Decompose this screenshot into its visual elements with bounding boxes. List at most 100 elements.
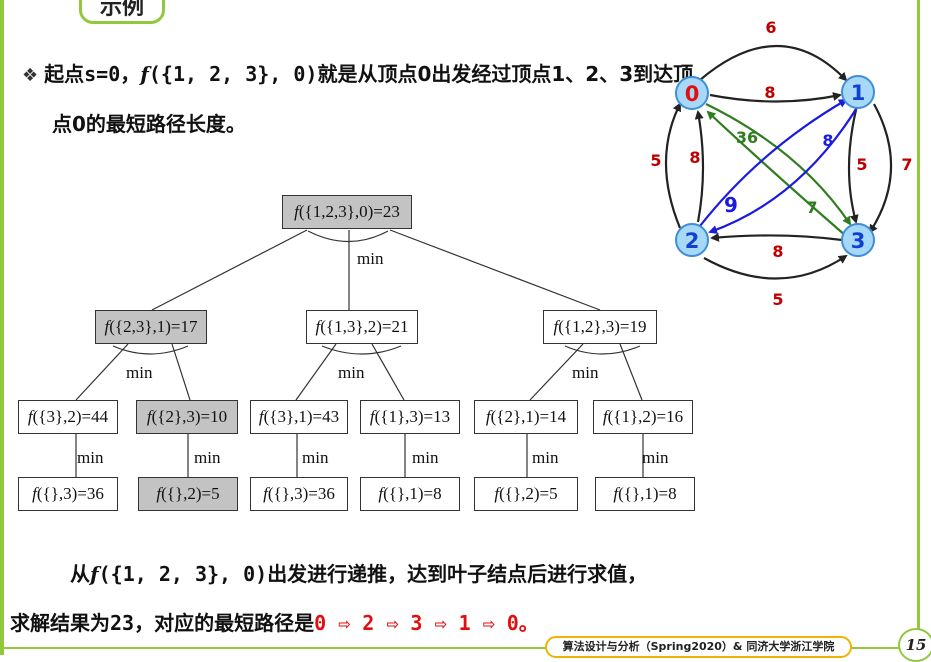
intro-line-1: ❖起点s=0，f({1, 2, 3}, 0)就是从顶点0出发经过顶点1、2、3到… (22, 58, 693, 87)
conclusion-f-args: ({1, 2, 3}, 0) (98, 562, 268, 586)
min-arc-left (112, 345, 189, 355)
min-arc-root (307, 230, 389, 243)
frame-right-border (917, 0, 920, 655)
min-arc-mid (321, 345, 402, 355)
intro-f: f (140, 62, 149, 86)
weight-2-3: 5 (772, 290, 783, 309)
tree-node-l1b: f({},1)=8 (595, 477, 695, 511)
tree-node-l3b: f({},3)=36 (250, 477, 348, 511)
conclusion-text-b: 出发进行递推，达到叶子结点后进行求值， (267, 562, 648, 586)
tree-node-f: f (485, 407, 491, 426)
tree-node-l2: f({},2)=5 (138, 477, 238, 511)
tree-node-value: ({1,3},2)=21 (320, 317, 409, 336)
tree-node-f: f (294, 202, 299, 221)
frame-left-border (0, 0, 4, 655)
edge-1-3-outer (868, 103, 893, 234)
tree-node-value: ({3},1)=43 (263, 407, 340, 426)
tree-node-f: f (27, 407, 33, 426)
edge-0-3 (705, 103, 852, 226)
weight-3-2: 8 (772, 242, 783, 261)
tree-node-value: ({2,3},1)=17 (109, 317, 198, 336)
edge-3-2 (710, 232, 843, 242)
svg-text:3: 3 (851, 229, 866, 253)
weight-3-0: 7 (806, 198, 817, 217)
tree-node-f: f (104, 317, 110, 336)
tree-node-value: ({},3)=36 (267, 484, 335, 503)
graph-node-3: 3 (841, 223, 875, 257)
tree-node-n3_1: f({3},1)=43 (250, 400, 348, 434)
tree-node-f: f (369, 407, 375, 426)
shortest-path: 0 ⇨ 2 ⇨ 3 ⇨ 1 ⇨ 0 (314, 611, 519, 635)
graph-node-1: 1 (841, 75, 875, 109)
intro-f-args: ({1, 2, 3}, 0) (148, 62, 318, 86)
tree-node-n12_3: f({1,2},3)=19 (543, 310, 657, 344)
tree-node-l2b: f({},2)=5 (474, 477, 578, 511)
conclusion-f: f (90, 562, 99, 586)
min-arc-right (564, 345, 641, 355)
weight-2-1: 9 (724, 193, 738, 217)
tree-node-value: ({},2)=5 (161, 484, 220, 503)
tree-node-n1_3: f({1},3)=13 (360, 400, 460, 434)
min-label-leaf-6: min (642, 448, 669, 467)
tree-node-value: ({1},2)=16 (607, 407, 684, 426)
intro-line-2: 点0的最短路径长度。 (52, 112, 246, 136)
tree-node-n1_2: f({1},2)=16 (593, 400, 693, 434)
edge-2-3 (703, 254, 848, 280)
tree-node-f: f (258, 407, 264, 426)
conclusion-text-a: 从 (70, 562, 90, 586)
tree-node-n2_1: f({2},1)=14 (474, 400, 578, 434)
tree-node-f: f (32, 484, 37, 503)
svg-text:0: 0 (685, 82, 700, 106)
tree-node-f: f (263, 484, 268, 503)
weight-0-1: 8 (764, 83, 775, 102)
conclusion-period: 。 (518, 611, 539, 635)
weight-0-1-top: 6 (765, 18, 776, 37)
weight-2-0: 8 (689, 148, 700, 167)
tree-node-f: f (494, 484, 500, 503)
weight-0-3: 36 (736, 128, 758, 147)
svg-text:1: 1 (851, 81, 866, 105)
edge-1-2 (708, 105, 859, 234)
tree-node-value: ({},1)=8 (618, 484, 677, 503)
weight-1-2: 8 (822, 131, 833, 150)
section-tag: 示例 (79, 0, 165, 24)
min-label-leaf-3: min (302, 448, 329, 467)
min-label-leaf-2: min (194, 448, 221, 467)
intro-comma: ， (120, 62, 141, 86)
min-label-leaf-5: min (532, 448, 559, 467)
tree-node-value: ({3},2)=44 (32, 407, 109, 426)
svg-text:2: 2 (685, 229, 700, 253)
tree-node-f: f (378, 484, 384, 503)
tree-node-value: ({1,2,3},0)=23 (298, 202, 400, 221)
tree-node-l1: f({},1)=8 (360, 477, 460, 511)
conclusion-line-2: 求解结果为23，对应的最短路径是0 ⇨ 2 ⇨ 3 ⇨ 1 ⇨ 0。 (10, 607, 539, 636)
tree-node-value: ({1,2},3)=19 (558, 317, 647, 336)
conclusion-text-d: ，对应的最短路径是 (134, 611, 315, 635)
tree-node-f: f (315, 317, 321, 336)
edge-root-left (151, 229, 308, 311)
tree-node-value: ({},3)=36 (36, 484, 104, 503)
diamond-bullet-icon: ❖ (22, 65, 39, 86)
tree-node-n2_3: f({2},3)=10 (136, 400, 238, 434)
weight-2-0-outer: 5 (650, 151, 661, 170)
edge-3-0 (706, 110, 847, 237)
frame-bottom-border (0, 647, 917, 649)
tree-node-n13_2: f({1,3},2)=21 (306, 310, 418, 344)
tree-node-n3_2: f({3},2)=44 (18, 400, 118, 434)
min-label-l1-mid: min (338, 363, 365, 382)
tree-node-root: f({1,2,3},0)=23 (282, 195, 412, 229)
weight-1-3-outer: 7 (901, 155, 912, 174)
tree-node-f: f (146, 407, 152, 426)
tree-node-value: ({1},3)=13 (374, 407, 451, 426)
edge-2-1 (699, 98, 848, 227)
tree-node-value: ({2},3)=10 (151, 407, 228, 426)
tree-node-n23_1: f({2,3},1)=17 (95, 310, 207, 344)
conclusion-text-c: 求解结果为 (10, 611, 110, 635)
edge-0-1 (709, 92, 842, 103)
tree-node-value: ({},2)=5 (499, 484, 558, 503)
edge-2-0 (694, 110, 705, 223)
tree-node-f: f (553, 317, 559, 336)
tree-node-value: ({2},1)=14 (490, 407, 567, 426)
tree-node-f: f (613, 484, 619, 503)
